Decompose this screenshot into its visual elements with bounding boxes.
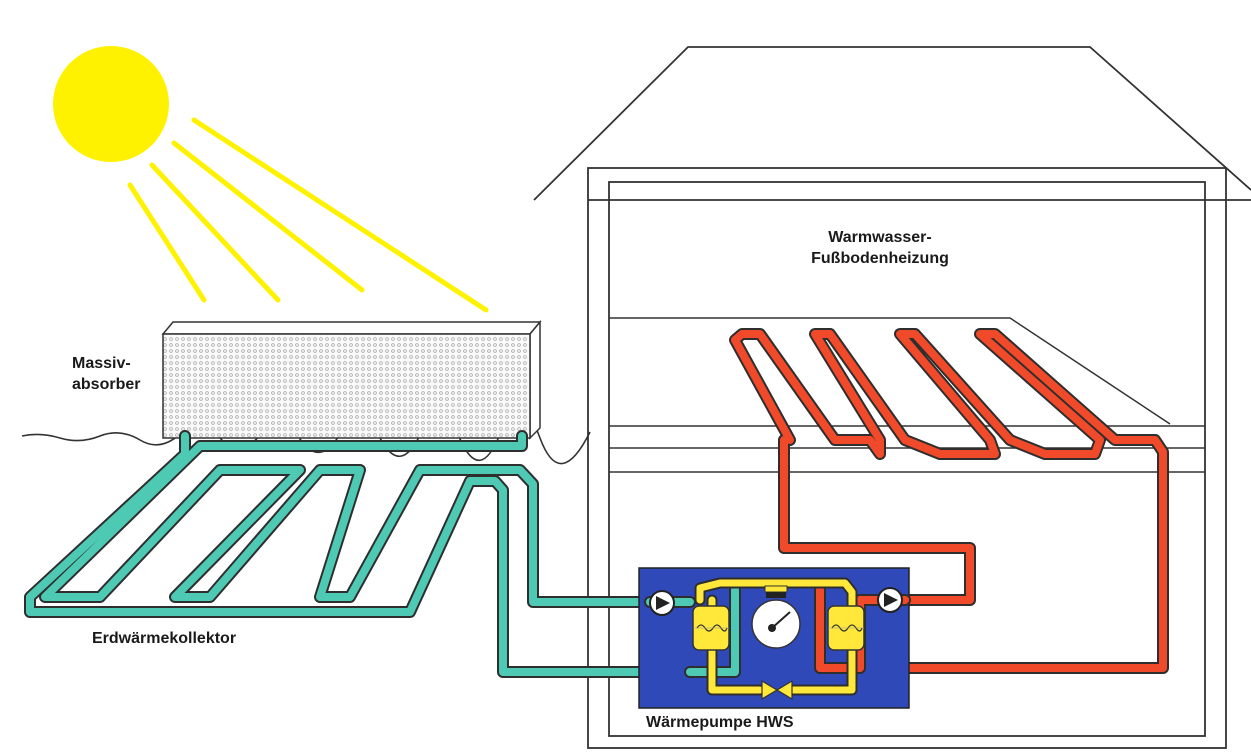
pump-icon — [649, 590, 675, 616]
floor-heating-pipe — [729, 328, 1169, 674]
floor-heating-label-line1: Warmwasser- — [828, 229, 931, 246]
heat-pump-unit — [638, 567, 911, 709]
absorber-label-line2: absorber — [72, 376, 140, 393]
absorber-label-line1: Massiv- — [72, 355, 131, 372]
compressor-icon — [751, 585, 801, 649]
heat-pump-label: Wärmepumpe HWS — [646, 714, 794, 731]
floor-slab — [609, 317, 1205, 473]
ground-collector-label: Erdwärmekollektor — [92, 630, 236, 647]
pump-icon — [877, 587, 903, 613]
house-outline — [533, 46, 1251, 749]
expansion-valve-icon — [761, 679, 793, 701]
massive-absorber — [161, 319, 542, 440]
heat-exchanger-icon — [692, 605, 730, 651]
floor-heating-label-line2: Fußbodenheizung — [811, 250, 949, 267]
heat-exchanger-icon — [827, 605, 865, 651]
ground-collector-pipe — [24, 430, 706, 678]
sun-icon — [53, 46, 489, 313]
